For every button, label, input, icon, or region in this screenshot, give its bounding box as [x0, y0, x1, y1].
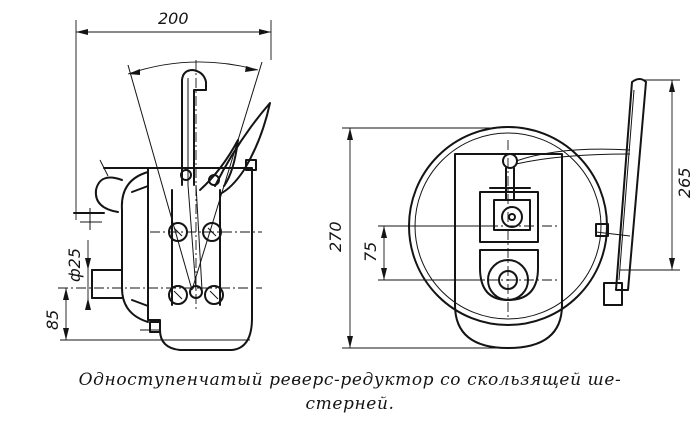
caption-line-2: стерней.	[305, 394, 395, 414]
dimension-85: 85	[43, 288, 250, 341]
upper-shift-block	[479, 153, 539, 243]
side-lever-handle	[181, 69, 271, 195]
caption-line-1: Одноступенчатый реверс-редуктор со сколь…	[78, 370, 622, 390]
dimension-270: 270	[326, 127, 500, 349]
control-cable	[515, 148, 631, 165]
front-lever-handle	[595, 78, 647, 306]
side-view: 200	[43, 9, 272, 351]
gearbox-case	[454, 153, 563, 349]
dimension-265: 265	[620, 79, 694, 271]
dimension-diameter-25: ф25	[65, 240, 91, 310]
dimension-200: 200	[75, 9, 272, 220]
front-view: 270 75 265	[326, 78, 694, 349]
figure-caption: Одноступенчатый реверс-редуктор со сколь…	[0, 368, 700, 416]
dimension-label-200: 200	[158, 9, 189, 28]
dimension-label-270: 270	[326, 221, 345, 252]
dimension-label-85: 85	[43, 310, 62, 330]
side-housing	[73, 159, 257, 351]
shift-linkage	[58, 60, 262, 312]
dimension-label-265: 265	[675, 167, 694, 198]
lever-swing-arc	[127, 61, 263, 291]
dimension-75: 75	[361, 225, 495, 281]
dimension-label-75: 75	[361, 242, 380, 262]
dimension-label-diameter-25: ф25	[65, 248, 84, 282]
